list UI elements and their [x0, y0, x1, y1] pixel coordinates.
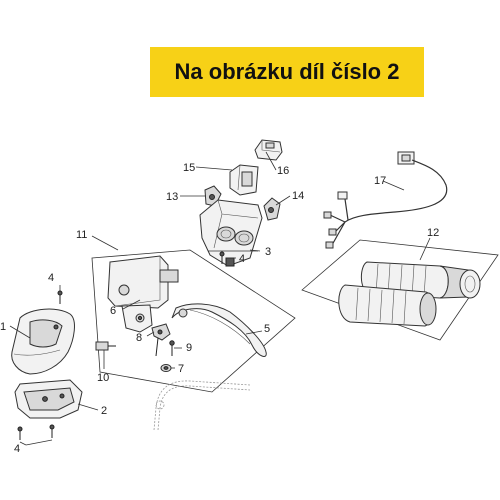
callout-17: 17: [374, 175, 386, 187]
part-8-pivot: [151, 323, 171, 357]
callout-6: 6: [110, 305, 116, 317]
part-5-brake-lever: [171, 303, 267, 357]
part-4-screw-bottom-right: [49, 424, 55, 438]
callout-15: 15: [183, 162, 195, 174]
part-6-master-cylinder: [107, 255, 179, 333]
leader-lines: [9, 151, 431, 446]
part-11-assembly-box: [91, 249, 296, 393]
banner-text: Na obrázku díl číslo 2: [174, 59, 400, 84]
callout-num-1: 1: [0, 321, 6, 333]
part-15-cover: [229, 164, 259, 196]
callout-4-left: 4: [48, 272, 54, 284]
part-17-wiring: [323, 151, 448, 249]
brake-hose-ghost: [153, 380, 251, 431]
callout-5: 5: [264, 323, 270, 335]
callout-4-center: 4: [239, 253, 245, 265]
callout-12: 12: [427, 227, 439, 239]
part-1-switch-housing: [11, 308, 75, 375]
part-2-lower-housing: [14, 379, 83, 419]
part-14-bolt: [263, 197, 281, 221]
callout-num-4-bottom: 4: [14, 443, 20, 455]
part-3-reservoir: [199, 199, 263, 267]
part-9-screw: [169, 340, 175, 356]
callout-num-7: 7: [178, 363, 184, 375]
part-12-grip-lower: [338, 284, 437, 327]
part-4-screw-center: [219, 251, 225, 264]
callout-labels: 15 16 13 14 3 11 17 12 4 4 5 6 9 9 9 8 1…: [0, 162, 439, 455]
part-number-banner: Na obrázku díl číslo 2: [150, 47, 424, 97]
callout-16: 16: [277, 165, 289, 177]
part-4-screw-bottom-left: [17, 426, 23, 440]
callout-num-2: 2: [101, 405, 107, 417]
part-4-screw-left-top: [57, 290, 63, 304]
callout-13: 13: [166, 191, 178, 203]
callout-num-9: 9: [186, 342, 192, 354]
callout-3: 3: [265, 246, 271, 258]
part-7-nut: [160, 364, 172, 372]
part-16-cap: [254, 139, 283, 161]
callout-num-8: 8: [136, 332, 142, 344]
callout-14: 14: [292, 190, 304, 202]
part-10-fitting: [95, 341, 116, 351]
callout-11: 11: [76, 229, 87, 241]
callout-num-10: 10: [97, 372, 109, 384]
